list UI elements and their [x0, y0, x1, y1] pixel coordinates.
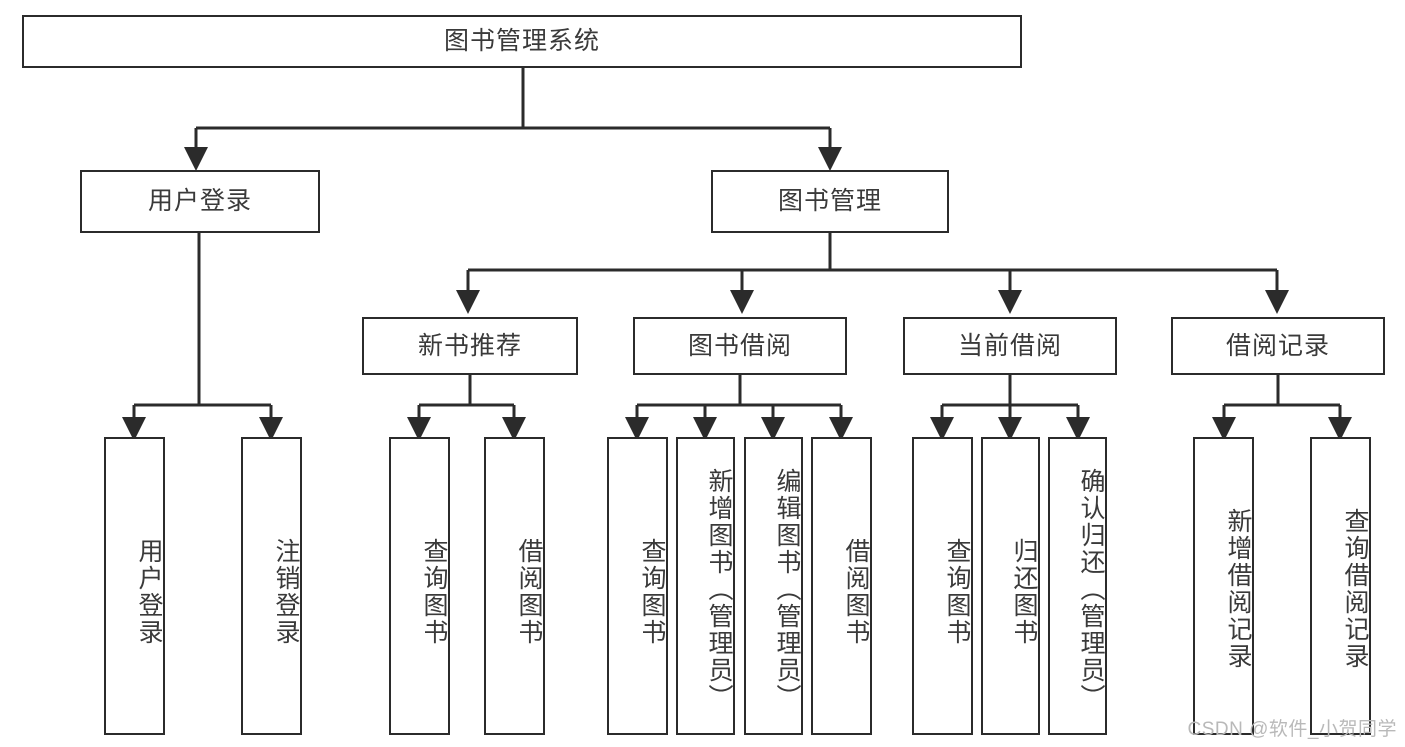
leaf-book-borrow-query[interactable]: 查询图书 [607, 437, 668, 735]
node-borrow-record[interactable]: 借阅记录 [1171, 317, 1385, 375]
leaf-new-book-borrow[interactable]: 借阅图书 [484, 437, 545, 735]
watermark: CSDN @软件_小贺同学 [1187, 719, 1397, 740]
leaf-book-borrow-borrow[interactable]: 借阅图书 [811, 437, 872, 735]
leaf-borrow-record-query[interactable]: 查询借阅记录 [1310, 437, 1371, 735]
node-book-management[interactable]: 图书管理 [711, 170, 949, 233]
leaf-current-borrow-query[interactable]: 查询图书 [912, 437, 973, 735]
leaf-current-borrow-confirm-return[interactable]: 确认归还（管理员） [1048, 437, 1107, 735]
node-book-borrow[interactable]: 图书借阅 [633, 317, 847, 375]
leaf-user-login-login[interactable]: 用户登录 [104, 437, 165, 735]
leaf-book-borrow-edit[interactable]: 编辑图书（管理员） [744, 437, 803, 735]
leaf-book-borrow-add[interactable]: 新增图书（管理员） [676, 437, 735, 735]
leaf-borrow-record-add[interactable]: 新增借阅记录 [1193, 437, 1254, 735]
node-root[interactable]: 图书管理系统 [22, 15, 1022, 68]
leaf-new-book-query[interactable]: 查询图书 [389, 437, 450, 735]
node-current-borrow[interactable]: 当前借阅 [903, 317, 1117, 375]
leaf-current-borrow-return[interactable]: 归还图书 [981, 437, 1040, 735]
node-new-book-recommend[interactable]: 新书推荐 [362, 317, 578, 375]
leaf-user-login-logout[interactable]: 注销登录 [241, 437, 302, 735]
node-user-login[interactable]: 用户登录 [80, 170, 320, 233]
